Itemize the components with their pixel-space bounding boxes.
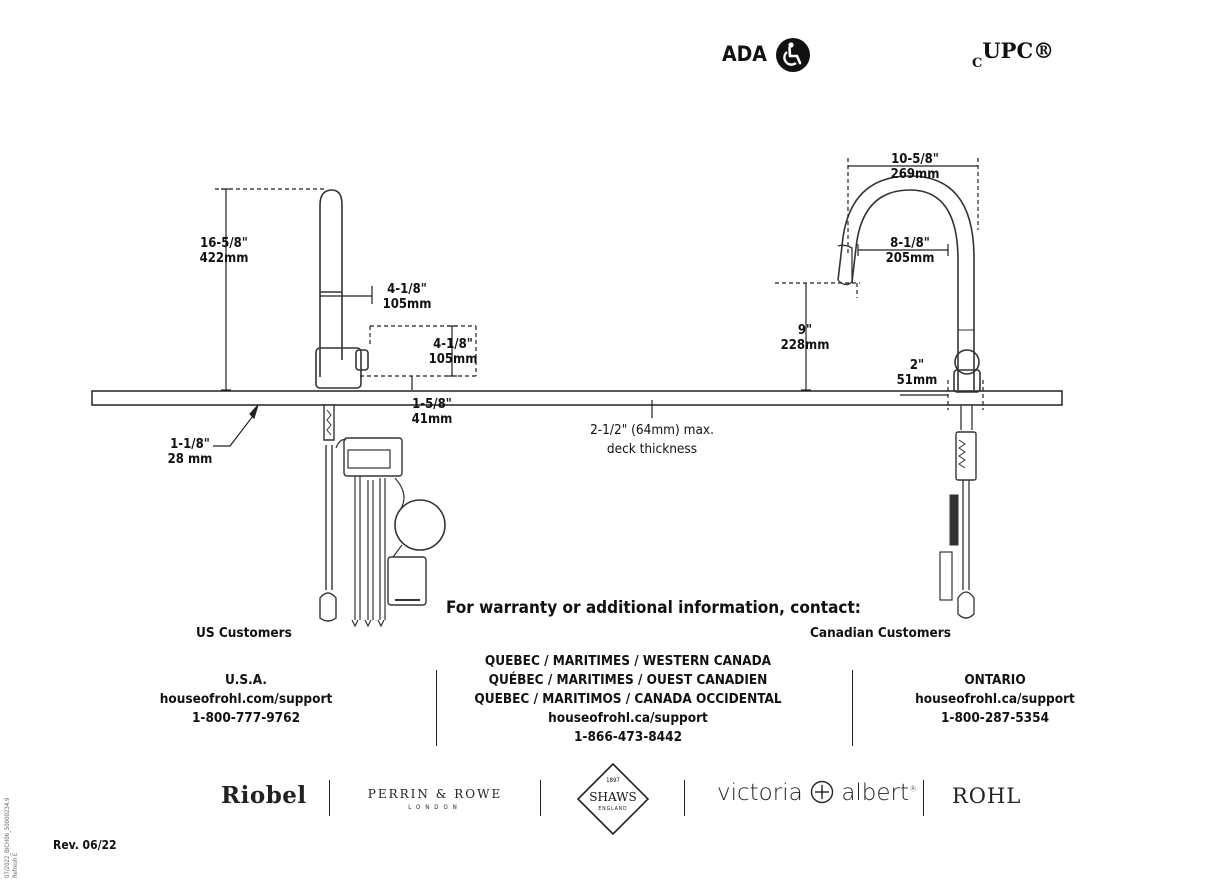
right-faucet xyxy=(837,175,981,619)
right-reach-label: 8-1/8"205mm xyxy=(885,236,935,266)
riobel-logo: Riobel xyxy=(221,782,307,809)
usa-contact: U.S.A. houseofrohl.com/support 1-800-777… xyxy=(140,671,352,728)
deck-thickness-note: 2-1/2" (64mm) max.deck thickness xyxy=(590,422,714,457)
right-clearance-label: 9"228mm xyxy=(780,323,830,353)
left-base-label: 1-5/8"41mm xyxy=(411,397,453,427)
us-customers-label: US Customers xyxy=(196,625,292,641)
left-spout-reach-label: 4-1/8"105mm xyxy=(382,282,432,312)
brand-divider xyxy=(540,780,541,816)
ontario-contact: ONTARIO houseofrohl.ca/support 1-800-287… xyxy=(890,671,1100,728)
brand-divider xyxy=(684,780,685,816)
usa-site-link[interactable]: houseofrohl.com/support xyxy=(159,691,333,707)
upc-mark: CUPC® xyxy=(972,38,1055,71)
ontario-site-link[interactable]: houseofrohl.ca/support xyxy=(915,691,1075,707)
contact-heading: For warranty or additional information, … xyxy=(446,598,861,618)
quebec-phone: 1-866-473-8442 xyxy=(573,729,683,745)
ontario-phone: 1-800-287-5354 xyxy=(940,710,1050,726)
right-base-label: 2"51mm xyxy=(896,358,938,388)
plus-circle-icon xyxy=(810,780,834,804)
usa-region: U.S.A. xyxy=(224,672,268,688)
countertop xyxy=(91,390,1063,406)
brand-divider xyxy=(329,780,330,816)
left-faucet xyxy=(315,189,446,628)
ontario-region: ONTARIO xyxy=(964,672,1026,688)
accessibility-icon xyxy=(775,37,811,73)
quebec-contact: QUEBEC / MARITIMES / WESTERN CANADA QUÉB… xyxy=(452,652,804,747)
ada-label: ADA xyxy=(722,42,767,66)
contact-divider xyxy=(436,670,437,746)
victoria-albert-logo: victoria albert® xyxy=(717,780,918,806)
faucet-drawing xyxy=(91,158,1063,628)
left-handle-height-label: 4-1/8"105mm xyxy=(428,337,478,367)
side-code: 07/2022_BICH06_50000234.9 xyxy=(4,797,11,878)
right-width-label: 10-5/8"269mm xyxy=(890,152,940,182)
brand-divider xyxy=(923,780,924,816)
perrin-rowe-logo: PERRIN & ROWE LONDON xyxy=(367,787,503,811)
side-code-2: Refresh E xyxy=(12,852,19,878)
left-hole-label: 1-1/8"28 mm xyxy=(167,437,213,467)
quebec-site-link[interactable]: houseofrohl.ca/support xyxy=(548,710,708,726)
revision-label: Rev. 06/22 xyxy=(53,838,117,852)
usa-phone: 1-800-777-9762 xyxy=(191,710,301,726)
contact-divider xyxy=(852,670,853,746)
canadian-customers-label: Canadian Customers xyxy=(810,625,951,641)
left-height-label: 16-5/8"422mm xyxy=(199,236,249,266)
shaws-logo: 1897 SHAWS ENGLAND xyxy=(576,762,650,836)
rohl-logo: ROHL xyxy=(952,784,1022,808)
